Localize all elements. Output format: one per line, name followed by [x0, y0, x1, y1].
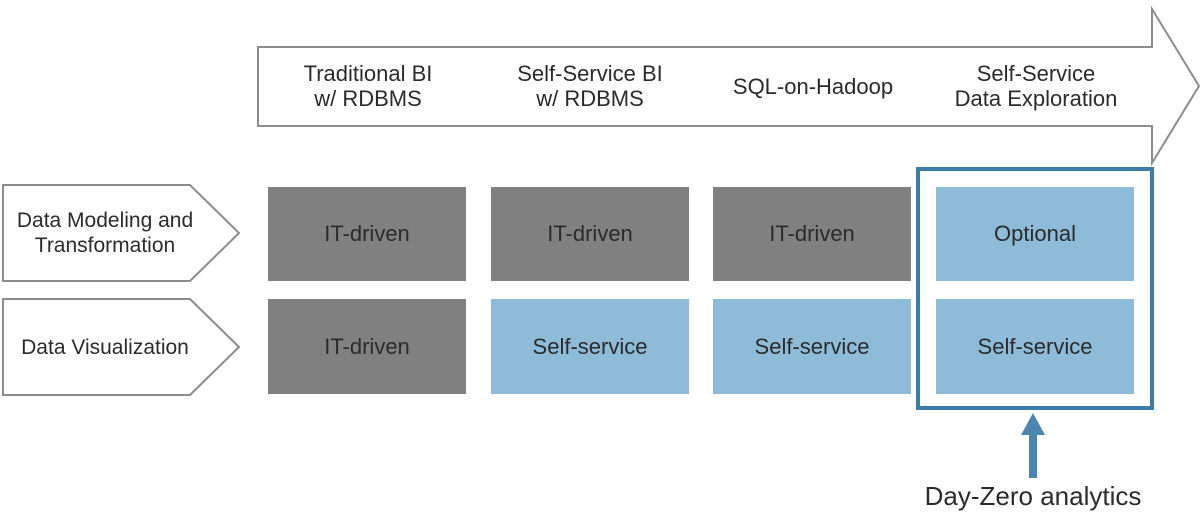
matrix-cell-visualization-data-exploration: Self-service	[936, 299, 1134, 394]
row-label-data-modeling: Data Modeling and Transformation	[16, 209, 194, 257]
matrix-cell-modeling-selfservice-bi: IT-driven	[491, 187, 689, 281]
row-label-chevron-visualization	[2, 298, 241, 396]
chevron-right-shape	[2, 184, 241, 282]
timeline-arrow	[257, 6, 1200, 166]
up-arrow-shape	[1021, 413, 1045, 478]
column-header-self-service-data-exploration: Self-Service Data Exploration	[954, 61, 1118, 111]
callout-label-day-zero-analytics: Day-Zero analytics	[924, 481, 1142, 511]
matrix-cell-modeling-traditional: IT-driven	[268, 187, 466, 281]
column-header-traditional-bi: Traditional BI w/ RDBMS	[303, 61, 433, 111]
row-label-chevron-modeling	[2, 184, 241, 282]
timeline-arrow-shape	[257, 6, 1200, 166]
highlight-box-day-zero	[916, 167, 1154, 410]
column-header-self-service-bi: Self-Service BI w/ RDBMS	[517, 61, 663, 111]
row-label-data-visualization: Data Visualization	[21, 335, 189, 359]
matrix-cell-visualization-sql-on-hadoop: Self-service	[713, 299, 911, 394]
matrix-cell-visualization-selfservice-bi: Self-service	[491, 299, 689, 394]
chevron-right-shape	[2, 298, 241, 396]
up-arrow-icon	[1021, 413, 1045, 478]
column-header-sql-on-hadoop: SQL-on-Hadoop	[732, 73, 894, 99]
matrix-cell-modeling-sql-on-hadoop: IT-driven	[713, 187, 911, 281]
matrix-cell-modeling-data-exploration: Optional	[936, 187, 1134, 281]
matrix-cell-visualization-traditional: IT-driven	[268, 299, 466, 394]
